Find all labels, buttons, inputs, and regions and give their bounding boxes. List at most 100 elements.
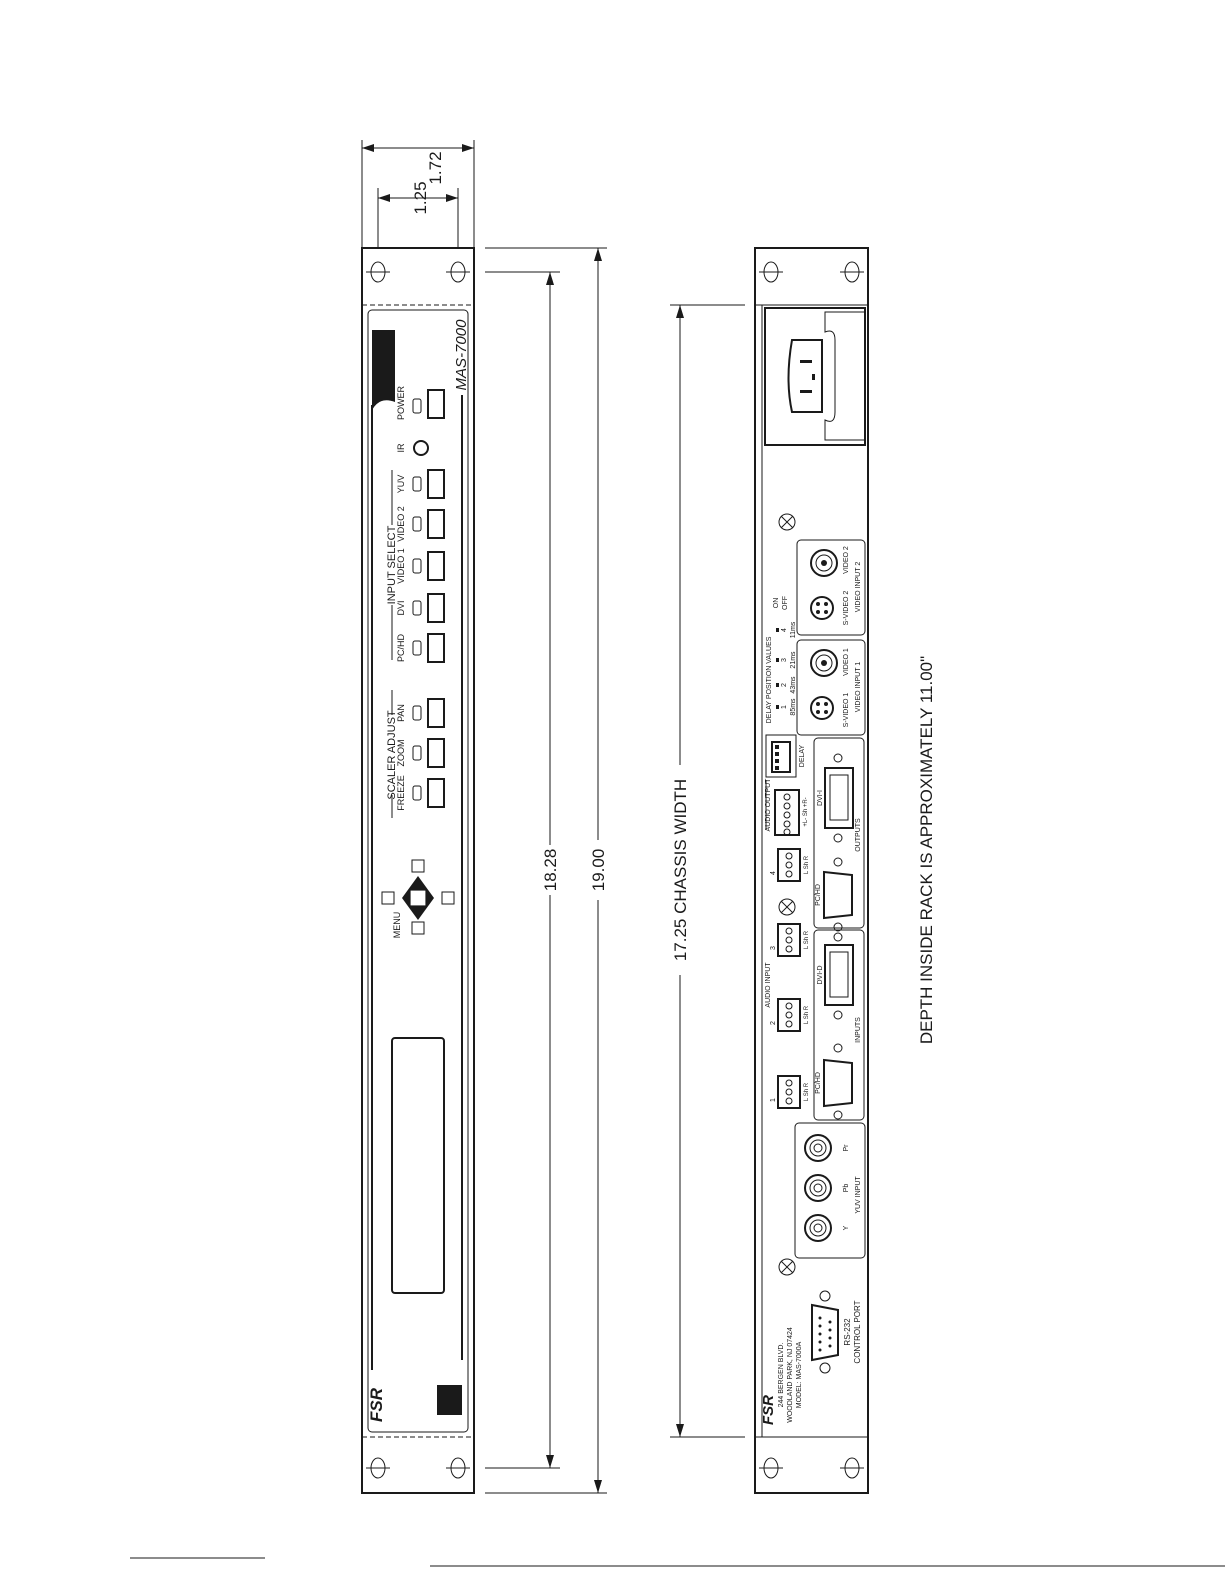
audio-input-4-pins: L Sh R (804, 855, 810, 874)
audio-input-3-connector[interactable] (777, 923, 801, 957)
led-zoom (412, 745, 422, 761)
depth-inner-value: 1.25 (411, 181, 430, 214)
delay-label: DELAY (799, 744, 806, 767)
delay-off-label: OFF (782, 596, 789, 610)
power-inlet-icon (764, 307, 866, 446)
dvi-button[interactable] (427, 593, 445, 623)
delay-value-3: 21ms (790, 651, 797, 669)
menu-button[interactable] (381, 891, 395, 905)
rca-pb-connector[interactable] (804, 1174, 832, 1202)
bnc-video2-connector[interactable] (810, 549, 838, 577)
power-button[interactable] (427, 389, 445, 419)
rack-hole-icon (759, 261, 864, 1479)
delay-switch-mark (776, 628, 779, 632)
button-label-pan: PAN (396, 704, 406, 722)
dvi-output-connector[interactable] (824, 767, 854, 829)
rca-y-connector[interactable] (804, 1214, 832, 1242)
depth-dimensions: 1.72 1.25 (361, 140, 475, 248)
delay-value-1: 85ms (790, 698, 797, 716)
rca-pr-connector[interactable] (804, 1134, 832, 1162)
led-pan (412, 705, 422, 721)
yuv-label-y: Y (843, 1225, 850, 1230)
dvi-input-connector[interactable] (824, 944, 854, 1006)
front-model-name: MAS-7000 (453, 319, 470, 391)
rs232-connector[interactable] (811, 1303, 839, 1362)
nav-right-button[interactable] (411, 921, 425, 935)
rear-address-line-1: 244 BERGEN BLVD. (778, 1343, 785, 1408)
rear-panel: VIDEO 2 S-VIDEO 2 VIDEO INPUT 2 VIDEO 1 … (754, 247, 869, 1494)
pc-hd-button[interactable] (427, 633, 445, 663)
delay-switch-mark (776, 683, 779, 687)
audio-input-3-number: 3 (770, 946, 777, 950)
led-video-1 (412, 558, 422, 574)
yuv-label-pb: Pb (843, 1184, 850, 1193)
freeze-button[interactable] (427, 778, 445, 808)
dvi-input-label: DVI-D (817, 965, 824, 984)
depth-outer-value: 1.72 (426, 151, 445, 184)
delay-dip-switch[interactable] (771, 741, 791, 773)
pan-button[interactable] (427, 698, 445, 728)
video2-label: VIDEO 2 (843, 546, 850, 574)
lcd-display (391, 1037, 445, 1294)
ir-label: IR (396, 443, 406, 453)
led-dvi (412, 600, 422, 616)
video-2-button[interactable] (427, 509, 445, 539)
pchd-output-connector[interactable] (823, 870, 853, 920)
rear-brand-logo: FSR (760, 1395, 777, 1425)
button-label-yuv: YUV (396, 475, 406, 494)
input-select-group-label: INPUT SELECT (386, 525, 398, 604)
svideo2-label: S-VIDEO 2 (843, 591, 850, 626)
audio-input-4-number: 4 (770, 871, 777, 875)
bnc-video1-connector[interactable] (810, 649, 838, 677)
audio-input-3-pins: L Sh R (804, 930, 810, 949)
nav-down-button[interactable] (441, 891, 455, 905)
video-input2-label: VIDEO INPUT 2 (855, 562, 862, 613)
svideo2-connector[interactable] (810, 596, 834, 620)
rs232-sublabel: CONTROL PORT (853, 1300, 862, 1363)
front-panel: MAS-7000 FSR POWER IR INPUT SELECT SCALE… (361, 247, 475, 1494)
button-label-pc-hd: PC/HD (396, 634, 406, 663)
mounting-span-value: 18.28 (541, 849, 560, 892)
video-input1-label: VIDEO INPUT 1 (855, 662, 862, 713)
svideo1-label: S-VIDEO 1 (843, 693, 850, 728)
zoom-button[interactable] (427, 738, 445, 768)
svideo1-connector[interactable] (810, 696, 834, 720)
audio-input-1-connector[interactable] (777, 1075, 801, 1109)
dvi-output-label: DVI-I (817, 790, 824, 806)
menu-label: MENU (392, 912, 402, 939)
power-label: POWER (396, 386, 406, 421)
yuv-group-label: YUV INPUT (855, 1176, 862, 1214)
audio-output-pins: +L- Sh +R- (803, 797, 809, 826)
video-1-button[interactable] (427, 551, 445, 581)
audio-input-1-pins: L Sh R (804, 1082, 810, 1101)
front-brand-logo: FSR (367, 1387, 386, 1422)
overall-width-value: 19.00 (589, 849, 608, 892)
yuv-button[interactable] (427, 469, 445, 499)
led-pc-hd (412, 640, 422, 656)
nav-left-button[interactable] (411, 859, 425, 873)
led-video-2 (412, 516, 422, 532)
rack-depth-note: DEPTH INSIDE RACK IS APPROXIMATELY 11.00… (917, 656, 936, 1044)
delay-position-2: 2 (781, 683, 788, 687)
rs232-label: RS-232 (843, 1318, 852, 1346)
audio-input-4-connector[interactable] (777, 848, 801, 882)
chassis-width-label: 17.25 CHASSIS WIDTH (671, 779, 690, 961)
delay-on-label: ON (773, 598, 780, 609)
delay-position-3: 3 (781, 658, 788, 662)
handle-top-icon (372, 330, 395, 410)
scaler-adjust-group-label: SCALER ADJUST (386, 710, 398, 800)
rack-hole-icon (366, 261, 470, 1479)
ir-sensor-icon (413, 440, 429, 456)
delay-switch-mark (776, 705, 779, 709)
audio-input-2-connector[interactable] (777, 998, 801, 1032)
video1-label: VIDEO 1 (843, 648, 850, 676)
led-freeze (412, 785, 422, 801)
inputs-group-label: INPUTS (855, 1017, 862, 1043)
nav-enter-button[interactable] (409, 889, 427, 907)
pchd-input-connector[interactable] (823, 1058, 853, 1108)
